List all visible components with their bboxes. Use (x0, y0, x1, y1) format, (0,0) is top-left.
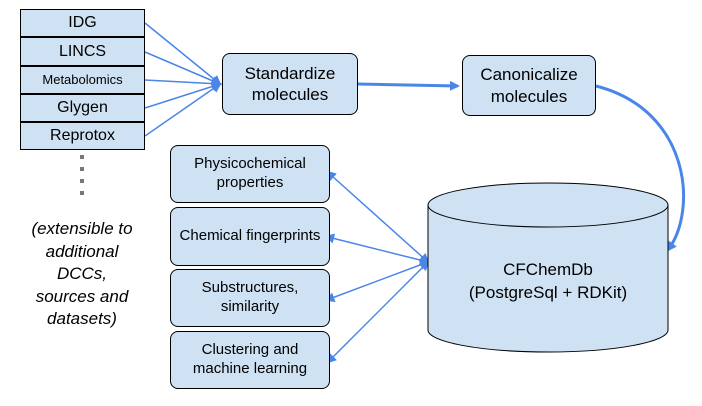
arrow-reprotox-to-standardize (144, 82, 222, 137)
database-cylinder-body (427, 205, 669, 353)
standardize-step: Standardize molecules (222, 53, 358, 115)
arrow-standardize-to-canonicalize (357, 80, 460, 91)
feature-label: Chemical fingerprints (179, 227, 321, 245)
database-cylinder-top (427, 182, 669, 228)
arrow-lincs-to-standardize (144, 51, 222, 86)
database-label: CFChemDb (PostgreSql + RDKit) (430, 258, 666, 304)
feature-label: Substructures, similarity (201, 279, 299, 315)
feature-box-physicochemical: Physicochemical properties (170, 145, 330, 203)
feature-box-fingerprints: Chemical fingerprints (170, 207, 330, 266)
source-label: IDG (68, 14, 97, 31)
feature-box-clustering: Clustering and machine learning (170, 331, 330, 389)
standardize-label: Standardize molecules (244, 63, 336, 104)
feature-label: Clustering and machine learning (192, 341, 308, 377)
extensible-note: (extensible to additional DCCs, sources … (31, 219, 133, 328)
source-box-reprotox: Reprotox (20, 122, 145, 150)
arrow-substructures-database (324, 260, 430, 302)
source-label: LINCS (58, 42, 107, 60)
arrow-metabolomics-to-standardize (144, 78, 222, 89)
arrow-glygen-to-standardize (144, 81, 222, 109)
feature-label: Physicochemical properties (194, 155, 306, 191)
database-stack: (PostgreSql + RDKit) (468, 283, 628, 302)
source-label: Metabolomics (42, 71, 123, 87)
source-label: Reprotox (50, 127, 115, 144)
source-box-idg: IDG (20, 9, 145, 37)
source-box-metabolomics: Metabolomics (20, 66, 145, 94)
arrow-canonicalize-to-database (595, 84, 686, 252)
arrow-physicochemical-database (326, 170, 430, 264)
source-box-glygen: Glygen (20, 94, 145, 122)
arrow-fingerprints-database (324, 233, 430, 265)
canonicalize-step: Canonicalize molecules (462, 55, 596, 116)
feature-box-substructures: Substructures, similarity (170, 269, 330, 327)
arrow-idg-to-standardize (144, 22, 222, 86)
arrow-clustering-database (326, 260, 430, 364)
source-label: Glygen (57, 99, 108, 116)
canonicalize-label: Canonicalize molecules (480, 65, 578, 106)
database-name: CFChemDb (503, 260, 593, 279)
source-box-lincs: LINCS (20, 37, 145, 66)
